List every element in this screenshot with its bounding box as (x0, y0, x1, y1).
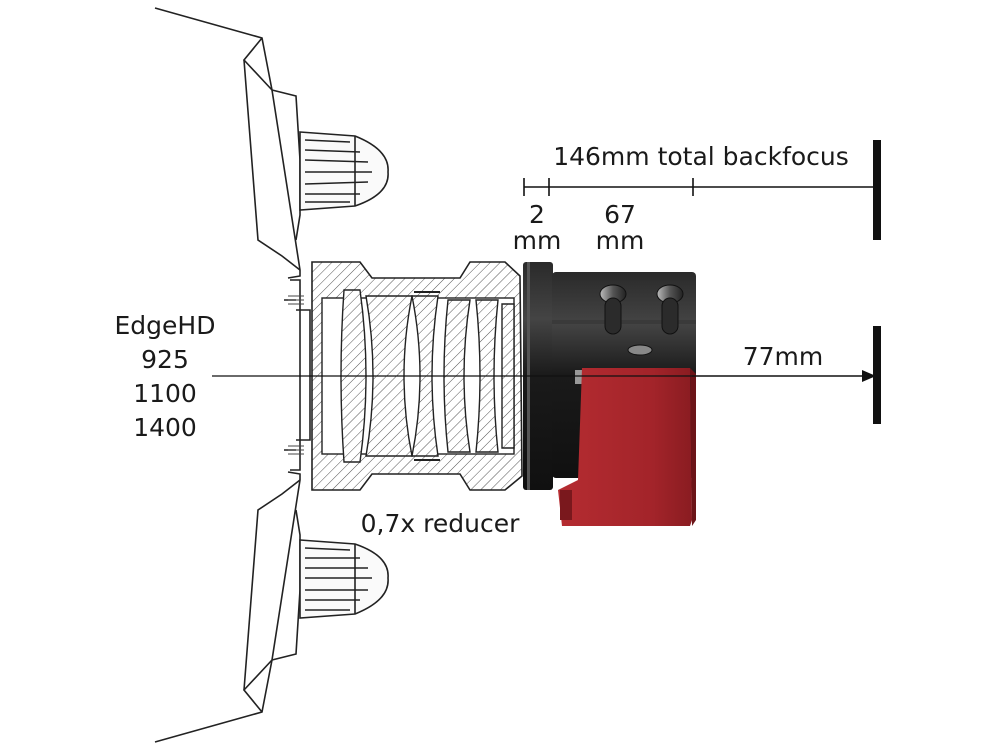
spacer-value-label: 2 (529, 200, 545, 229)
mount-threads (288, 295, 304, 455)
camera-red-housing (558, 368, 692, 526)
camera-knob-left (599, 284, 627, 335)
camera-knob-right (656, 284, 684, 335)
spacer-unit-label: mm (512, 226, 562, 255)
telescope-model-925: 925 (141, 345, 189, 374)
camera (523, 262, 696, 526)
telescope-model-1100: 1100 (133, 379, 197, 408)
camera-distance-label: 77mm (742, 342, 824, 371)
dimension-lines (212, 140, 881, 424)
adapter-unit-label: mm (595, 226, 645, 255)
sensor-plane-lower (873, 326, 881, 424)
camera-distance-arrow (862, 370, 876, 382)
adapter-value-label: 67 (604, 200, 636, 229)
reducer-label: 0,7x reducer (360, 509, 520, 538)
sensor-plane-upper (873, 140, 881, 240)
telescope-name-label: EdgeHD (114, 311, 216, 340)
telescope-model-1400: 1400 (133, 413, 197, 442)
total-backfocus-label: 146mm total backfocus (553, 142, 849, 171)
